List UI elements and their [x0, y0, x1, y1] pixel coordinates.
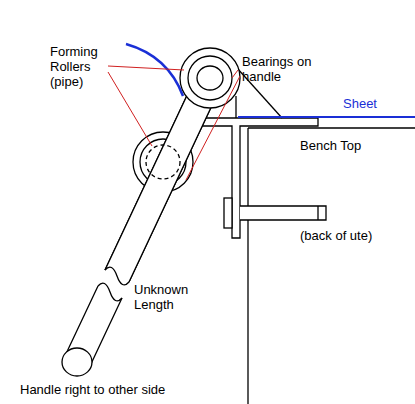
top-bearing	[188, 56, 232, 100]
leader-line	[108, 66, 184, 70]
hidden-roller	[146, 145, 180, 179]
bracket-line	[235, 96, 236, 118]
sheet-line	[238, 116, 415, 118]
part-label: Sheet	[343, 96, 403, 111]
handle-end	[62, 348, 92, 376]
bolt-thread-line	[317, 206, 318, 220]
ute-back-line	[247, 128, 248, 404]
leader-line	[186, 76, 240, 180]
bench-top-line	[248, 127, 415, 128]
break-line	[105, 267, 129, 285]
break-line	[98, 283, 122, 301]
part-label: Bench Top	[300, 138, 400, 153]
leader-line	[108, 72, 152, 146]
callout-label: Forming Rollers (pipe)	[50, 44, 108, 89]
pipe-end	[197, 66, 223, 90]
bolt-head	[224, 198, 232, 228]
part-label: (back of ute)	[300, 228, 410, 243]
bent-sheet	[126, 44, 183, 96]
top-roller	[180, 48, 240, 108]
dimension-note: Unknown Length	[134, 282, 194, 312]
leader-line	[232, 70, 238, 78]
note-label: Handle right to other side	[20, 382, 280, 397]
callout-label: Bearings on handle	[242, 54, 334, 84]
bolt-shaft	[240, 206, 326, 220]
